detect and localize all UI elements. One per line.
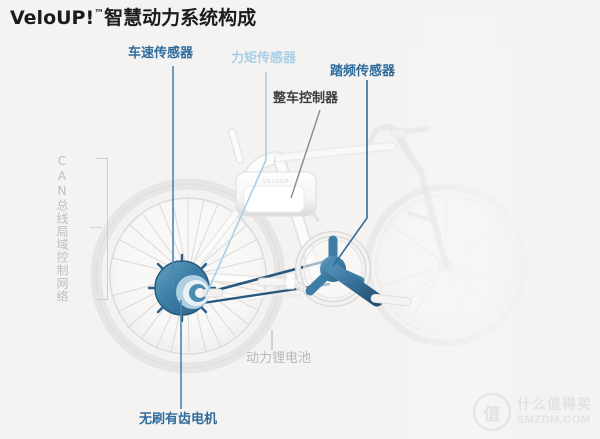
leader-cadence-sensor: [332, 80, 368, 267]
label-cadence-sensor: 踏频传感器: [330, 64, 396, 79]
can-network-bracket-tick: [90, 227, 102, 228]
can-network-bracket: [96, 158, 108, 300]
label-can-network: CAN总线局域控制网络: [55, 154, 69, 303]
trademark-symbol: ™: [94, 8, 105, 20]
title-text: 智慧动力系统构成: [104, 7, 257, 29]
leader-torque-sensor: [205, 72, 267, 296]
watermark-chinese: 什么值得买: [517, 397, 592, 413]
leader-vehicle-controller: [290, 109, 321, 199]
hub-motor: [147, 253, 224, 323]
page-title: VeloUP!™智慧动力系统构成: [10, 3, 256, 30]
smzdm-logo-icon: 值: [473, 393, 511, 431]
drivetrain-details: [257, 272, 305, 292]
watermark-domain: SMZDM.COM: [517, 413, 591, 426]
svg-text:VELOUP: VELOUP: [263, 179, 289, 185]
watermark-text: 什么值得买 SMZDM.COM: [517, 397, 592, 426]
label-motor: 无刷有齿电机: [139, 412, 218, 427]
watermark: 值 什么值得买 SMZDM.COM: [473, 393, 592, 431]
label-battery: 动力锂电池: [246, 351, 312, 366]
label-speed-sensor: 车速传感器: [128, 46, 194, 61]
label-torque-sensor: 力矩传感器: [231, 51, 297, 66]
crankset: [295, 231, 412, 307]
brand-name: VeloUP!: [10, 7, 95, 29]
label-vehicle-controller: 整车控制器: [273, 91, 339, 106]
